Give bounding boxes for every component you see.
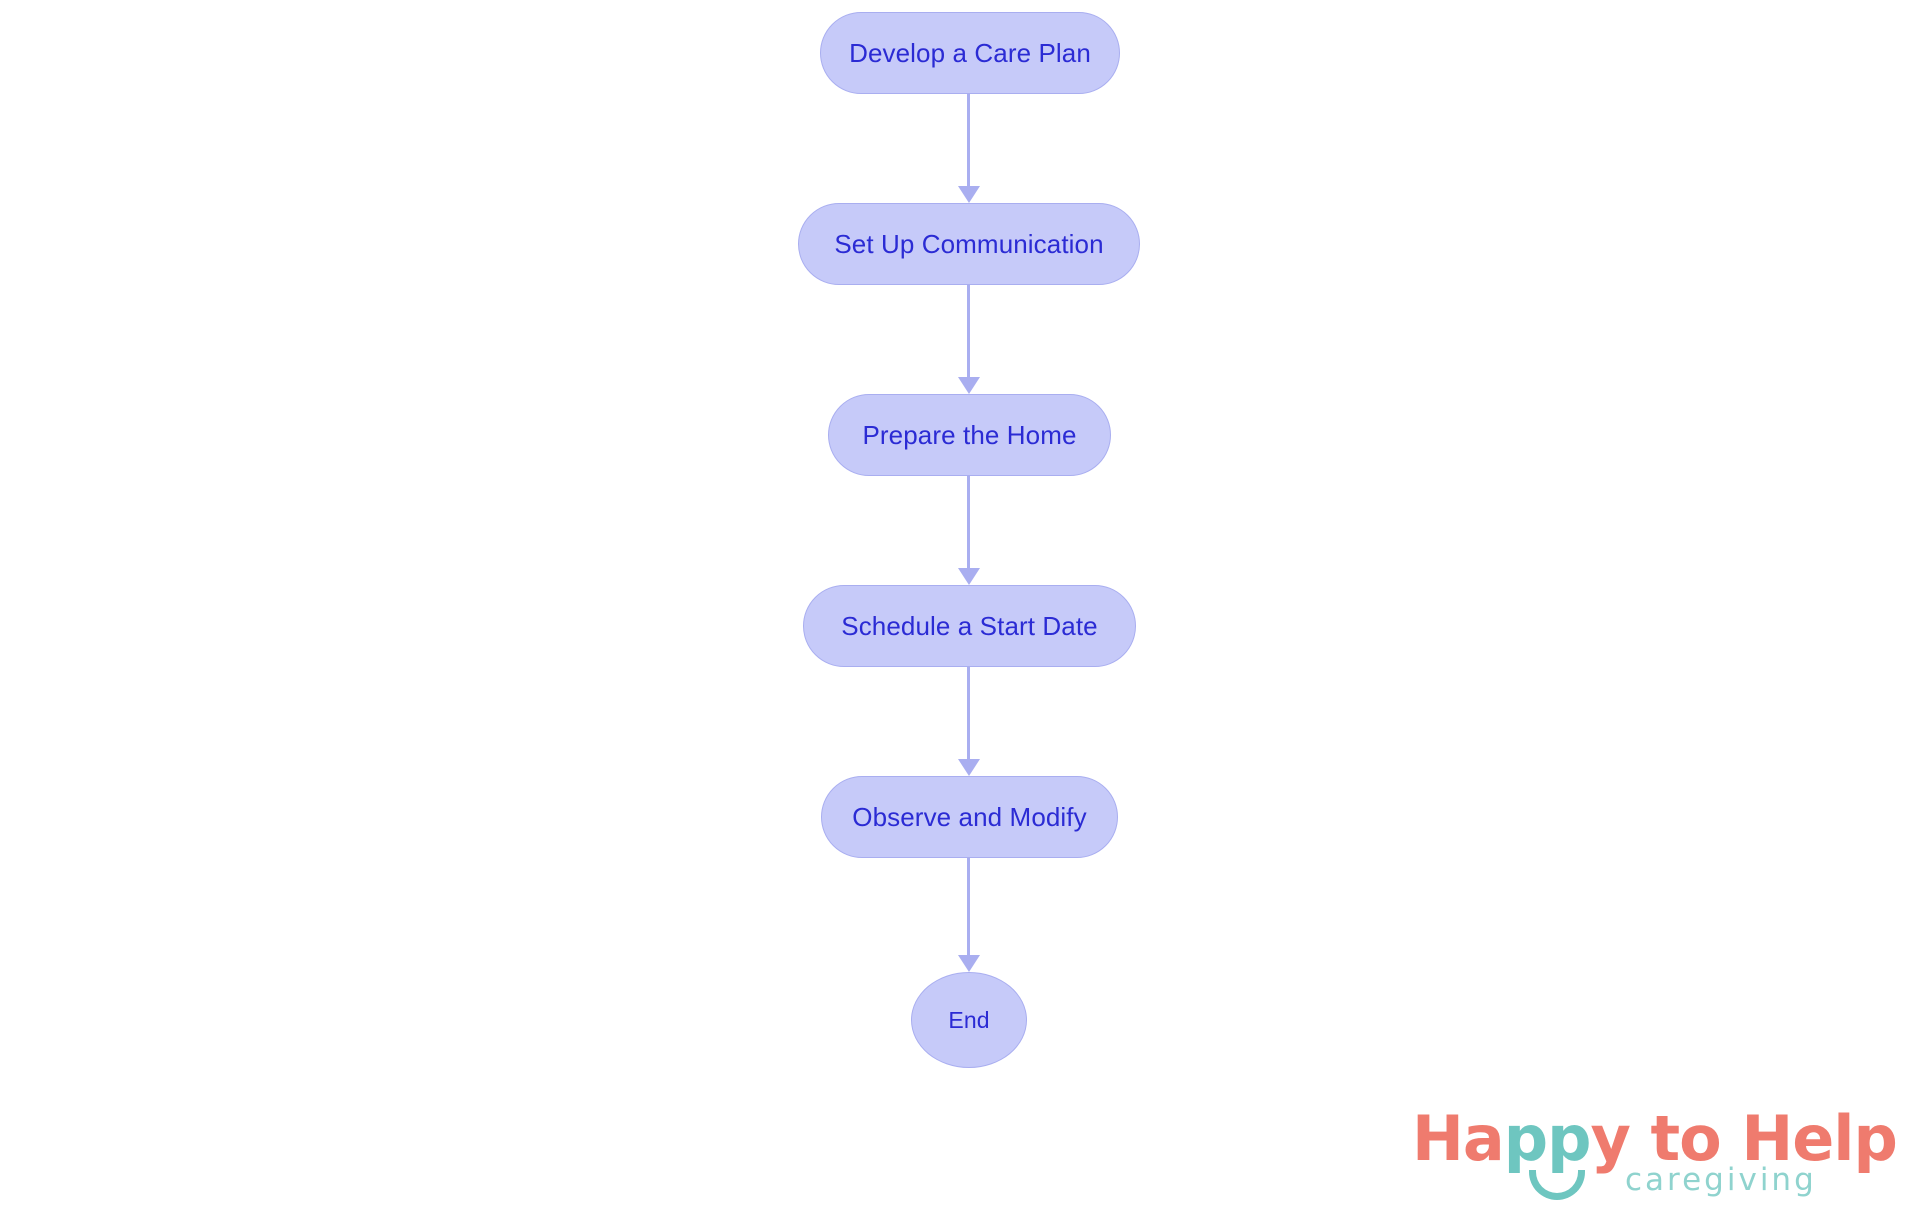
flow-node-prepare-the-home[interactable]: Prepare the Home [828,394,1111,476]
flow-edge-develop-to-communication [957,94,980,203]
edge-line [967,94,970,186]
smile-icon [1529,1170,1585,1200]
flow-node-set-up-communication[interactable]: Set Up Communication [798,203,1140,285]
logo-wordmark: Happy to Help [1412,1108,1898,1170]
flow-node-end[interactable]: End [911,972,1027,1068]
logo-text-pp: pp [1503,1102,1592,1175]
flow-edge-observe-to-end [957,858,980,972]
logo-text-y: y [1590,1102,1631,1175]
edge-line [967,285,970,377]
logo-text-help: Help [1741,1102,1898,1175]
edge-line [967,476,970,568]
arrowhead-icon [957,568,980,585]
logo-text-to: to [1650,1102,1722,1175]
flow-edge-schedule-to-observe [957,667,980,776]
arrowhead-icon [957,377,980,394]
flow-edge-communication-to-prepare [957,285,980,394]
flow-node-observe-and-modify[interactable]: Observe and Modify [821,776,1118,858]
edge-line [967,858,970,955]
flow-node-develop-a-care-plan[interactable]: Develop a Care Plan [820,12,1120,94]
arrowhead-icon [957,759,980,776]
flow-node-schedule-a-start-date[interactable]: Schedule a Start Date [803,585,1136,667]
edge-line [967,667,970,759]
arrowhead-icon [957,186,980,203]
flow-edge-prepare-to-schedule [957,476,980,585]
brand-logo: Happy to Help caregiving [1412,1108,1912,1208]
logo-tagline: caregiving [1625,1162,1817,1198]
arrowhead-icon [957,955,980,972]
logo-text-ha: Ha [1412,1102,1505,1175]
